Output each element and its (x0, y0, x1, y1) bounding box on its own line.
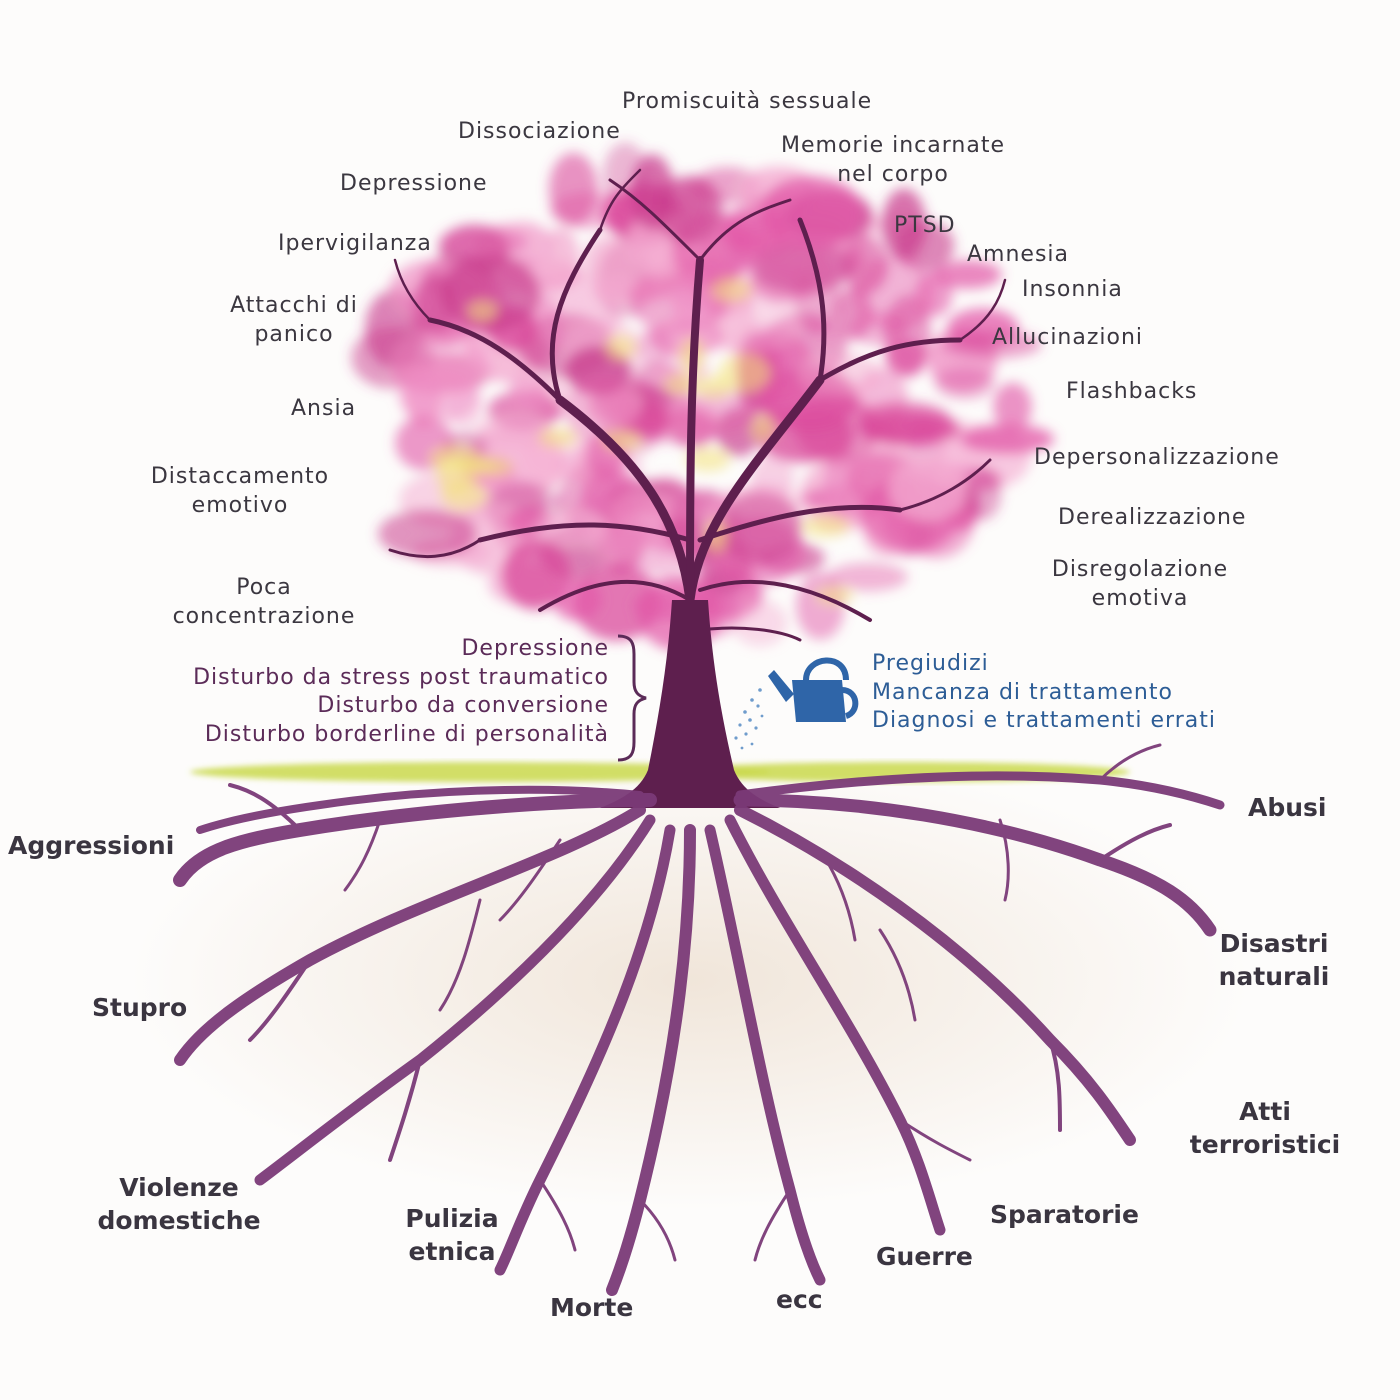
blossom-blob (934, 367, 996, 400)
blossom-blob (531, 510, 609, 546)
blossom-blob (440, 254, 540, 333)
symptom-depressione: Depressione (340, 171, 488, 196)
blossom-blob (378, 509, 477, 559)
disorder-item: Depressione (461, 636, 609, 661)
blossom-blob (963, 467, 1002, 520)
blossom-blob (508, 374, 549, 409)
roots (173, 743, 1225, 1296)
blossom-blob (672, 269, 713, 333)
blossom-blob (796, 572, 845, 640)
blossom-blob (718, 492, 803, 564)
highlight-blob (718, 353, 771, 392)
cause-guerre: Guerre (876, 1242, 973, 1271)
blossom-blob (842, 235, 889, 294)
blossom-blob (732, 599, 788, 647)
blossom-blob (720, 210, 790, 253)
blossom-blob (655, 175, 724, 245)
blossom-blob (827, 562, 908, 592)
symptom-insonnia: Insonnia (1022, 277, 1123, 302)
symptom-derealizzazione: Derealizzazione (1058, 505, 1247, 530)
blossom-blob (855, 401, 952, 443)
cause-sparatorie: Sparatorie (990, 1200, 1139, 1229)
blossom-blob (888, 458, 967, 522)
blossom-blob (884, 295, 932, 375)
highlight-blob (685, 448, 730, 472)
highlight-blob (751, 414, 775, 442)
symptom-depersonalizzazione: Depersonalizzazione (1034, 445, 1280, 470)
blossom-blob (564, 375, 639, 446)
highlight-blob (467, 300, 498, 322)
factor-item: Mancanza di trattamento (872, 679, 1173, 705)
cause-abusi: Abusi (1248, 793, 1327, 822)
blossom-blob (707, 294, 802, 353)
symptom-ansia: Ansia (291, 396, 357, 421)
blossom-blob (993, 382, 1032, 431)
highlight-blob (472, 457, 514, 477)
blossom-blob (549, 152, 598, 226)
blossom-blob (583, 235, 636, 286)
blossom-blob (438, 226, 528, 258)
blossom-blob (932, 260, 1002, 289)
highlight-blob (694, 375, 732, 398)
symptom-promiscuita: Promiscuità sessuale (622, 89, 873, 114)
symptom-amnesia: Amnesia (967, 242, 1070, 267)
brace-icon (617, 634, 647, 762)
blossom-blob (502, 539, 571, 610)
watering-factors-list: Pregiudizi Mancanza di trattamento Diagn… (872, 650, 1216, 736)
blossom-blob (635, 327, 673, 366)
blossom-blob (750, 453, 795, 500)
factor-item: Pregiudizi (872, 651, 989, 676)
highlight-blob (538, 428, 577, 448)
highlight-blob (605, 334, 637, 360)
branches (388, 168, 1007, 642)
trunk-disorders-list: Depressione Disturbo da stress post trau… (193, 635, 609, 749)
disorder-item: Disturbo da conversione (317, 693, 609, 719)
blossom-blob (881, 188, 927, 261)
trunk (600, 600, 780, 808)
blossom-blob (390, 329, 488, 395)
blossom-blob (915, 271, 953, 317)
cause-morte: Morte (550, 1293, 634, 1322)
blossom-blob (942, 330, 1042, 359)
cause-stupro: Stupro (92, 993, 188, 1022)
blossom-blob (960, 424, 1055, 454)
symptom-flashbacks: Flashbacks (1066, 379, 1198, 404)
symptom-ipervigilanza: Ipervigilanza (278, 231, 432, 256)
disorder-item: Disturbo borderline di personalità (204, 721, 609, 747)
blossom-blob (542, 227, 580, 291)
factor-item: Diagnosi e trattamenti errati (872, 708, 1216, 734)
blossom-canopy (351, 142, 1055, 651)
watering-can-icon (734, 657, 859, 750)
blossom-blob (750, 241, 854, 294)
cause-aggressioni: Aggressioni (8, 831, 175, 860)
highlight-blob (710, 278, 752, 303)
highlight-blob (801, 514, 850, 538)
symptom-ptsd: PTSD (894, 213, 956, 238)
disorder-item: Disturbo da stress post traumatico (193, 664, 609, 690)
symptom-allucinazioni: Allucinazioni (992, 325, 1144, 350)
cause-ecc: ecc (776, 1285, 823, 1314)
symptom-dissociazione: Dissociazione (458, 119, 621, 144)
highlight-blob (440, 480, 488, 511)
